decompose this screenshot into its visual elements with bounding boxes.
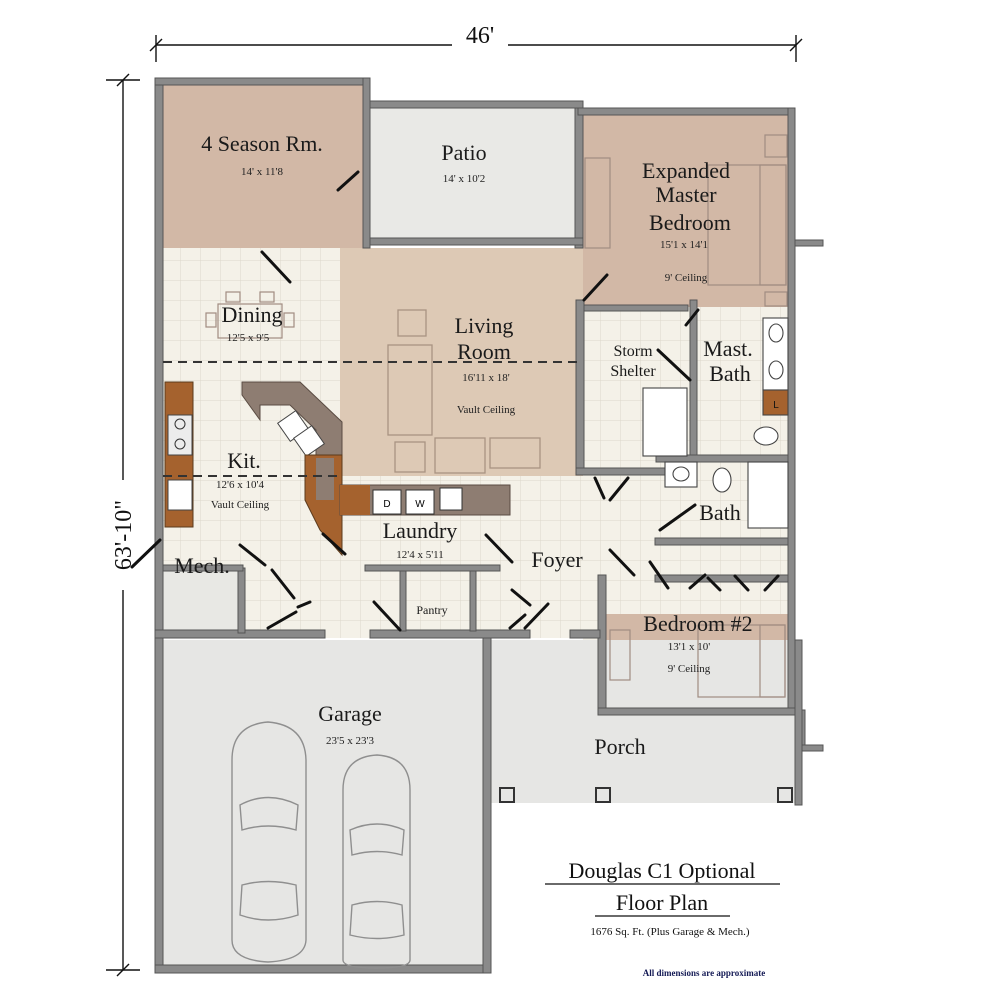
storm-name-line1: Storm xyxy=(613,343,653,360)
master-bedroom-floor xyxy=(583,115,788,307)
master-name-line3: Bedroom xyxy=(649,210,731,235)
porch-name: Porch xyxy=(594,734,645,759)
porch-columns xyxy=(499,787,793,803)
master-name-line2: Master xyxy=(655,182,717,207)
living-name-line1: Living xyxy=(455,313,514,338)
laundry-name: Laundry xyxy=(383,518,458,543)
pantry-name: Pantry xyxy=(416,603,447,617)
master-name-line1: Expanded xyxy=(642,158,730,183)
approx-note: All dimensions are approximate xyxy=(643,968,765,978)
width-label: 46' xyxy=(466,23,494,49)
laundry-size: 12'4 x 5'11 xyxy=(396,549,444,561)
living-size: 16'11 x 18' xyxy=(462,372,510,384)
garage-floor xyxy=(163,640,483,970)
bedroom2-size: 13'1 x 10' xyxy=(668,641,710,653)
kitchen-name: Kit. xyxy=(227,448,261,473)
bedroom2-ceiling: 9' Ceiling xyxy=(668,663,711,675)
depth-label: 63'-10" xyxy=(111,500,137,570)
plan-title-line2: Floor Plan xyxy=(616,890,708,915)
walls xyxy=(154,77,824,974)
master-furniture xyxy=(584,134,788,307)
kitchen-cabinets: D W xyxy=(164,381,511,557)
living-name-line2: Room xyxy=(457,339,511,364)
master-size: 15'1 x 14'1 xyxy=(660,239,708,251)
plan-title-line1: Douglas C1 Optional xyxy=(569,858,756,883)
doors xyxy=(130,170,780,632)
bath-fixtures xyxy=(642,317,789,529)
kitchen-ceiling: Vault Ceiling xyxy=(211,499,270,511)
foyer-name: Foyer xyxy=(531,547,583,572)
mech-name: Mech. xyxy=(174,553,230,578)
master-bath-name-line2: Bath xyxy=(709,361,751,386)
bedroom2-furniture xyxy=(609,624,786,698)
mech-floor xyxy=(163,565,238,630)
patio-size: 14' x 10'2 xyxy=(443,173,485,185)
storm-name-line2: Shelter xyxy=(610,363,656,380)
garage-cars xyxy=(231,721,411,969)
dining-name: Dining xyxy=(221,302,282,327)
bedroom2-name: Bedroom #2 xyxy=(643,611,752,636)
width-dimension: 46' xyxy=(149,22,803,62)
plan-sqft: 1676 Sq. Ft. (Plus Garage & Mech.) xyxy=(590,926,750,938)
patio-name: Patio xyxy=(441,140,486,165)
season-room-name: 4 Season Rm. xyxy=(201,131,323,156)
linen-label: L xyxy=(773,400,779,411)
living-furniture xyxy=(387,309,541,474)
title-block: Douglas C1 Optional Floor Plan 1676 Sq. … xyxy=(545,858,780,978)
master-ceiling: 9' Ceiling xyxy=(665,272,708,284)
master-bath-name-line1: Mast. xyxy=(703,336,753,361)
porch-floor xyxy=(483,640,795,803)
washer-label: W xyxy=(415,499,425,510)
depth-dimension: 63'-10" xyxy=(106,73,140,977)
kitchen-size: 12'6 x 10'4 xyxy=(216,479,264,491)
dining-size: 12'5 x 9'5 xyxy=(227,332,270,344)
dining-table xyxy=(205,291,295,339)
patio-floor xyxy=(370,108,575,245)
garage-size: 23'5 x 23'3 xyxy=(326,735,374,747)
garage-name: Garage xyxy=(318,701,382,726)
bath-name: Bath xyxy=(699,500,741,525)
season-room-floor xyxy=(163,85,363,248)
living-ceiling: Vault Ceiling xyxy=(457,404,516,416)
dryer-label: D xyxy=(383,499,390,510)
season-room-size: 14' x 11'8 xyxy=(241,166,284,178)
